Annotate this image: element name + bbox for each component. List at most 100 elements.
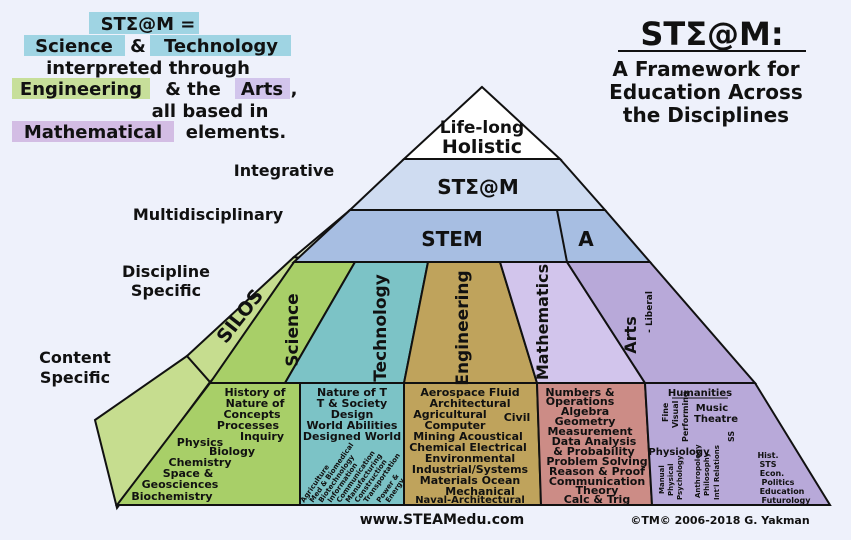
technology-item: Designed World (303, 430, 401, 443)
mathematics-item: Algebra (561, 405, 609, 418)
subject-mathematics: Mathematics (533, 264, 552, 380)
arts-right-item: Hist. (757, 451, 778, 460)
arts-performing: Performing (681, 391, 690, 442)
title-main: STΣ@M: (640, 15, 783, 53)
def-mathematical: Mathematical (24, 122, 162, 143)
mathematics-content-list: Numbers & Operations Algebra Geometry Me… (545, 386, 647, 506)
engineering-item: Industrial/Systems (412, 463, 529, 476)
content-arts (643, 382, 832, 506)
engineering-highlight (12, 78, 150, 99)
title-line2: Education Across (609, 80, 803, 104)
level-content-1: Content (39, 348, 111, 367)
tier-stem-label: STEM (421, 227, 483, 251)
mathematics-item: Communication (549, 475, 645, 488)
def-line1: STΣ@M = (101, 14, 196, 35)
arts-psychology: Psychology (676, 455, 684, 500)
tier-a-label: A (578, 227, 594, 251)
def-technology: Technology (164, 36, 278, 57)
def-arts: Arts (241, 79, 283, 100)
mathematics-item: Calc & Trig (564, 493, 630, 506)
science-content-list: History of Nature of Concepts Processes … (131, 386, 285, 503)
math-highlight (12, 121, 174, 142)
arts-humanities: Humanities (668, 388, 732, 399)
arts-right-item: Futurology (762, 496, 812, 505)
footer-copyright: ©TM© 2006-2018 G. Yakman (630, 514, 809, 527)
mathematics-item: Operations (546, 395, 615, 408)
science-item: Biology (209, 445, 255, 458)
science-item: Nature of (226, 397, 285, 410)
science-item: Processes (217, 419, 280, 432)
engineering-item: Civil (504, 411, 531, 424)
arts-physical: Physical (667, 463, 675, 496)
engineering-item: Computer (425, 419, 487, 432)
mathematics-item: Numbers & (545, 386, 615, 399)
science-highlight (24, 35, 125, 56)
top-holistic: Holistic (442, 136, 522, 158)
engineering-item: Agricultural (413, 408, 486, 421)
stem-a-divider (556, 209, 568, 263)
engineering-item: Naval-Architectural (415, 495, 525, 506)
def-comma: , (291, 79, 298, 100)
engineering-item: Mechanical (445, 485, 515, 498)
arts-fine: Fine (661, 402, 670, 422)
mathematics-item: & Probability (553, 445, 634, 458)
arts-music: Music (696, 403, 728, 414)
mathematics-item: Geometry (555, 415, 616, 428)
engineering-item: Materials Ocean (420, 474, 520, 487)
level-discipline-2: Specific (131, 281, 201, 300)
engineering-item: Mining Acoustical (413, 430, 523, 443)
science-item: Inquiry (240, 430, 284, 443)
arts-content-list: Humanities Fine Visual Performing Music … (648, 388, 811, 505)
arts-highlight (235, 78, 290, 99)
science-item: Space & (163, 467, 214, 480)
subject-technology: Technology (371, 274, 391, 382)
title-line3: the Disciplines (623, 103, 789, 127)
arts-ss: SS (727, 431, 736, 442)
arts-theatre: Theatre (694, 414, 738, 425)
arts-anthropology: Anthropology (694, 444, 702, 498)
arts-right-item: Econ. (760, 469, 784, 478)
subject-arts: Arts (621, 316, 640, 353)
mathematics-item: Theory (576, 484, 619, 497)
subject-science: Science (283, 293, 303, 366)
arts-visual: Visual (671, 400, 680, 428)
arts-manual: Manual (658, 465, 666, 494)
def-science: Science (35, 36, 113, 57)
science-item: Geosciences (142, 478, 219, 491)
engineering-item: Aerospace Fluid (420, 386, 519, 399)
science-item: Chemistry (169, 456, 232, 469)
def-line3: interpreted through (46, 58, 250, 79)
arts-right-item: Education (760, 487, 805, 496)
arts-intl-relations: Int'l Relations (713, 445, 721, 500)
technology-item: Design (331, 408, 374, 421)
title-line1: A Framework for (612, 57, 799, 81)
level-multidisciplinary: Multidisciplinary (133, 205, 284, 224)
engineering-content-list: Aerospace Fluid Architectural Agricultur… (409, 386, 530, 506)
def-elements: elements. (186, 122, 287, 143)
science-item: Biochemistry (131, 490, 212, 503)
engineering-item: Chemical Electrical (409, 441, 527, 454)
arts-philosophy: Philosophy (703, 452, 711, 496)
technology-highlight (150, 35, 291, 56)
tier-steam-label: STΣ@M (437, 175, 519, 199)
technology-item: T & Society (317, 397, 387, 410)
def-amp: & (130, 36, 146, 57)
mathematics-item: Measurement (547, 425, 632, 438)
mathematics-item: Reason & Proof (549, 465, 645, 478)
science-item: History of (224, 386, 285, 399)
steam-def-highlight (89, 12, 199, 34)
mathematics-item: Problem Solving (546, 455, 647, 468)
def-and-the: & the (165, 79, 221, 100)
subject-engineering: Engineering (453, 270, 473, 385)
science-item: Physics (177, 436, 224, 449)
level-content-2: Specific (40, 368, 110, 387)
def-engineering: Engineering (20, 79, 142, 100)
level-integrative: Integrative (234, 161, 335, 180)
level-discipline-1: Discipline (122, 262, 210, 281)
top-lifelong: Life-long (440, 118, 524, 138)
science-item: Concepts (223, 408, 281, 421)
mathematics-item: Data Analysis (552, 435, 637, 448)
arts-right-item: Politics (762, 478, 795, 487)
